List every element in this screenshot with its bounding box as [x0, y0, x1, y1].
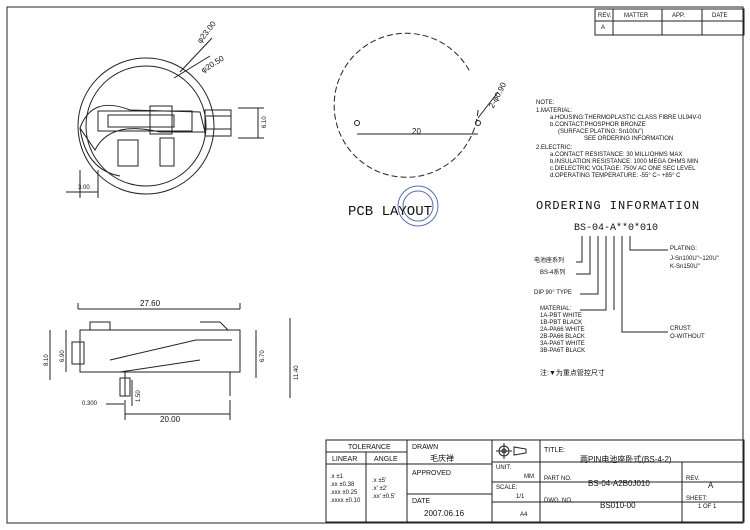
unit-value: MM — [524, 474, 534, 480]
title-label: TITLE: — [544, 447, 566, 454]
date-header: DATE — [712, 13, 728, 19]
material-option: 1A-PBT WHITE — [540, 313, 582, 319]
paper-size: A4 — [520, 512, 528, 518]
ordering-crust-heading: CRUST: — [670, 326, 692, 332]
crust-option: O-WITHOUT — [670, 334, 705, 340]
dim-offset: 3.00 — [78, 185, 90, 191]
sheet-label: SHEET: — [686, 496, 708, 502]
sheet-value: 1 OF 1 — [698, 504, 717, 510]
part-value: BS-04-A2B0J010 — [588, 479, 650, 488]
dim-h-pin: 11.40 — [294, 365, 300, 380]
material-option: 3A-PA6T WHITE — [540, 341, 585, 347]
plating-option: K-Sn150U" — [670, 264, 700, 270]
dim-h-total: 8.10 — [44, 354, 50, 366]
ordering-material-heading: MATERIAL: — [540, 306, 572, 312]
dim-length: 27.60 — [140, 299, 161, 308]
pcb-layout-title: PCB LAYOUT — [348, 204, 433, 220]
drawn-value: 毛庆禅 — [430, 454, 454, 463]
linear-value: .xxx ±0.25 — [330, 490, 358, 496]
rev-value: A — [708, 481, 714, 490]
electric-line: c.DIELECTRIC VOLTAGE: 750V AC ONE SEC LE… — [550, 166, 696, 172]
part-label: PART NO. — [544, 476, 572, 482]
linear-value: .x ±1 — [330, 474, 343, 480]
electric-line: b.INSULATION RESISTANCE: 1000 MEGA OHMS … — [550, 159, 699, 165]
pcb-layout-view — [333, 32, 499, 178]
revision-block-grid — [594, 8, 745, 36]
top-view — [66, 37, 264, 198]
material-line: SEE ORDERING INFORMATION — [584, 136, 674, 142]
dim-pitch: 20.00 — [160, 415, 181, 424]
ordering-title: ORDERING INFORMATION — [536, 199, 701, 213]
dim-pin-offset: 1.50 — [136, 390, 142, 402]
angle-value: .xx' ±0.5' — [372, 494, 396, 500]
app-header: APP. — [672, 13, 685, 19]
tolerance-heading: TOLERANCE — [348, 444, 391, 451]
dwg-label: DWG. NO. — [544, 498, 573, 504]
angle-value: .x ±5' — [372, 478, 387, 484]
date-label: DATE — [412, 498, 431, 505]
material-option: 2A-PA66 WHITE — [540, 327, 585, 333]
linear-heading: LINEAR — [332, 456, 358, 463]
ordering-plating-heading: PLATING: — [670, 246, 697, 252]
ordering-series-cn: 电池座系列 — [534, 258, 565, 264]
drawn-label: DRAWN — [412, 444, 439, 451]
dim-pin-thick: 0.300 — [82, 401, 98, 407]
sheet-frame — [6, 6, 744, 524]
matter-header: MATTER — [624, 13, 649, 19]
unit-label: UNIT: — [496, 465, 511, 471]
ordering-note: 注:▼为重点管控尺寸 — [540, 370, 605, 377]
notes-heading: NOTE: — [536, 100, 555, 106]
material-option: 2B-PA66 BLACK — [540, 334, 585, 340]
material-line: (SURFACE PLATING: Sn100u") — [558, 129, 644, 135]
side-view — [49, 303, 291, 420]
linear-value: .xx ±0.38 — [330, 482, 355, 488]
material-option: 3B-PA6T BLACK — [540, 348, 586, 354]
material-heading: 1.MATERIAL: — [536, 108, 573, 114]
dim-h-body: 6.90 — [60, 350, 66, 362]
approved-label: APPROVED — [412, 470, 451, 477]
scale-label: SCALE: — [496, 485, 518, 491]
ordering-series: BS-4系列 — [540, 270, 566, 276]
material-line: a.HOUSING:THERMOPLASTIC CLASS FIBRE UL94… — [550, 115, 702, 121]
dim-height: 6.10 — [262, 116, 268, 128]
ordering-code: BS-04-A**0*010 — [574, 223, 659, 234]
angle-heading: ANGLE — [374, 456, 398, 463]
electric-heading: 2.ELECTRIC: — [536, 145, 573, 151]
linear-value: .xxxx ±0.10 — [330, 498, 361, 504]
title-value: 两PIN电池座卧式(BS-4-2) — [580, 455, 672, 464]
scale-value: 1/1 — [516, 494, 525, 500]
dim-h-contact: 6.70 — [260, 350, 266, 362]
rev-label: REV. — [686, 476, 700, 482]
electric-line: a.CONTACT RESISTANCE: 30 MILLIOHMS MAX — [550, 152, 683, 158]
material-line: b.CONTACT:PHOSPHOR BRONZE — [550, 122, 646, 128]
ordering-dip: DIP 90° TYPE — [534, 290, 572, 296]
rev-header: REV. — [598, 13, 612, 19]
electric-line: d.OPERATING TEMPERATURE: -55° C~ +85° C — [550, 173, 681, 179]
angle-value: .x' ±2' — [372, 486, 388, 492]
inspection-stamp — [397, 185, 439, 227]
title-block-grid — [325, 439, 745, 523]
date-value: 2007.06.16 — [424, 509, 465, 518]
material-option: 1B-PBT BLACK — [540, 320, 583, 326]
dwg-value: BS010-00 — [600, 501, 636, 510]
projection-symbol — [496, 443, 527, 459]
plating-option: J-Sn100U"~120U" — [670, 256, 719, 262]
ordering-leaders — [576, 236, 668, 333]
rev-row1-value: A — [601, 25, 606, 31]
pcb-span: 20 — [412, 127, 421, 136]
